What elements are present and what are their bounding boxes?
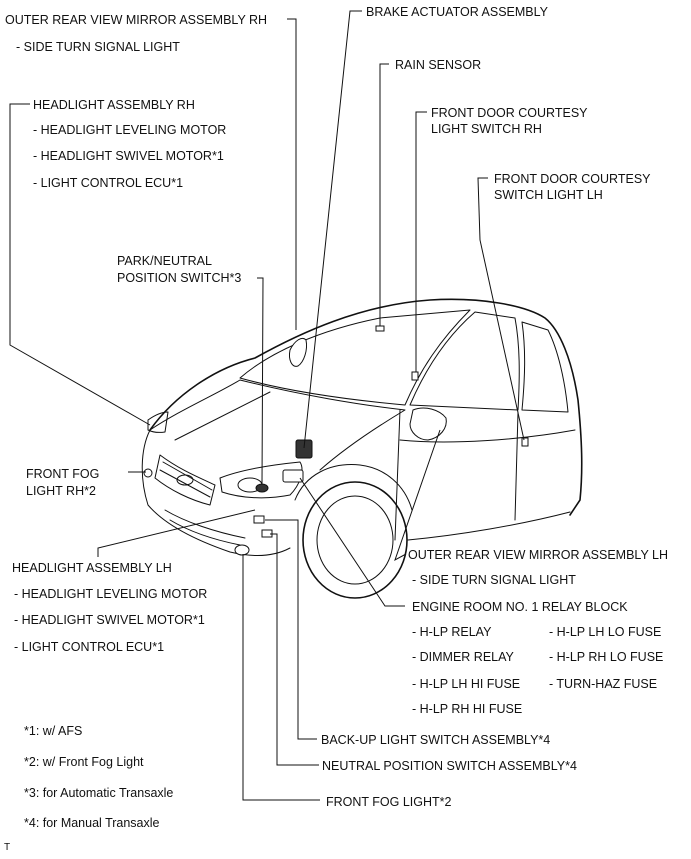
relay-col2-item-1: - H-LP LH LO FUSE xyxy=(549,625,661,639)
rain-sensor-label: RAIN SENSOR xyxy=(395,58,481,72)
courtesy-lh-line1: FRONT DOOR COURTESY xyxy=(494,172,651,186)
headlight-lh-item-2: - HEADLIGHT SWIVEL MOTOR*1 xyxy=(14,613,205,627)
footnote-2: *2: w/ Front Fog Light xyxy=(24,755,144,769)
relay-col1-item-3: - H-LP LH HI FUSE xyxy=(412,677,520,691)
courtesy-lh-line2: SWITCH LIGHT LH xyxy=(494,188,603,202)
relay-col1-item-2: - DIMMER RELAY xyxy=(412,650,515,664)
headlight-rh-item-2: - HEADLIGHT SWIVEL MOTOR*1 xyxy=(33,149,224,163)
vehicle-illustration xyxy=(141,298,583,599)
headlight-lh-title: HEADLIGHT ASSEMBLY LH xyxy=(12,561,172,575)
relay-col2-item-2: - H-LP RH LO FUSE xyxy=(549,650,663,664)
headlight-rh-title: HEADLIGHT ASSEMBLY RH xyxy=(33,98,195,112)
fog-rh-line1: FRONT FOG xyxy=(26,467,99,481)
courtesy-rh-line2: LIGHT SWITCH RH xyxy=(431,122,542,136)
relay-col1-item-1: - H-LP RELAY xyxy=(412,625,492,639)
footnote-1: *1: w/ AFS xyxy=(24,724,82,738)
mirror-rh-title: OUTER REAR VIEW MIRROR ASSEMBLY RH xyxy=(5,13,267,27)
footnote-4: *4: for Manual Transaxle xyxy=(24,816,160,830)
mirror-lh-item: - SIDE TURN SIGNAL LIGHT xyxy=(412,573,576,587)
vehicle-body-outline xyxy=(149,298,583,516)
park-neutral-switch-shape xyxy=(255,483,269,493)
fog-light-rh xyxy=(143,468,153,478)
front-fascia xyxy=(141,429,291,556)
backup-switch-shape xyxy=(253,515,265,524)
headlight-lh-item-3: - LIGHT CONTROL ECU*1 xyxy=(14,640,164,654)
footnotes: *1: w/ AFS *2: w/ Front Fog Light *3: fo… xyxy=(24,724,173,830)
headlight-rh-item-1: - HEADLIGHT LEVELING MOTOR xyxy=(33,123,226,137)
park-neutral-line2: POSITION SWITCH*3 xyxy=(117,271,241,285)
grille xyxy=(154,454,216,506)
courtesy-switch-lh-shape xyxy=(521,437,529,447)
relay-col2-item-3: - TURN-HAZ FUSE xyxy=(549,677,657,691)
mirror-lh-title: OUTER REAR VIEW MIRROR ASSEMBLY LH xyxy=(408,548,668,562)
headlight-rh-item-3: - LIGHT CONTROL ECU*1 xyxy=(33,176,183,190)
hood xyxy=(149,379,406,471)
park-neutral-line1: PARK/NEUTRAL xyxy=(117,254,212,268)
relay-block-title: ENGINE ROOM NO. 1 RELAY BLOCK xyxy=(412,600,628,614)
mirror-rh-shape xyxy=(289,337,307,367)
brake-actuator-shape xyxy=(295,439,313,459)
fog-light-lh xyxy=(234,544,250,556)
neutral-switch-label: NEUTRAL POSITION SWITCH ASSEMBLY*4 xyxy=(322,759,577,773)
side-windows xyxy=(409,311,520,411)
corner-mark: T xyxy=(4,842,10,853)
leader-lines xyxy=(9,10,525,801)
rain-sensor-shape xyxy=(375,325,385,332)
mirror-lh-shape xyxy=(409,407,447,441)
front-wheel xyxy=(302,481,408,599)
relay-col1-item-4: - H-LP RH HI FUSE xyxy=(412,702,522,716)
callout-labels: OUTER REAR VIEW MIRROR ASSEMBLY RH - SID… xyxy=(5,5,668,809)
courtesy-switch-rh-shape xyxy=(411,371,419,381)
fog-rh-line2: LIGHT RH*2 xyxy=(26,484,96,498)
backup-switch-label: BACK-UP LIGHT SWITCH ASSEMBLY*4 xyxy=(321,733,550,747)
fog-light-label: FRONT FOG LIGHT*2 xyxy=(326,795,452,809)
brake-actuator-label: BRAKE ACTUATOR ASSEMBLY xyxy=(366,5,549,19)
mirror-rh-item: - SIDE TURN SIGNAL LIGHT xyxy=(16,40,180,54)
headlight-lh-item-1: - HEADLIGHT LEVELING MOTOR xyxy=(14,587,207,601)
courtesy-rh-line1: FRONT DOOR COURTESY xyxy=(431,106,588,120)
footnote-3: *3: for Automatic Transaxle xyxy=(24,786,173,800)
relay-block-shape xyxy=(282,469,304,483)
